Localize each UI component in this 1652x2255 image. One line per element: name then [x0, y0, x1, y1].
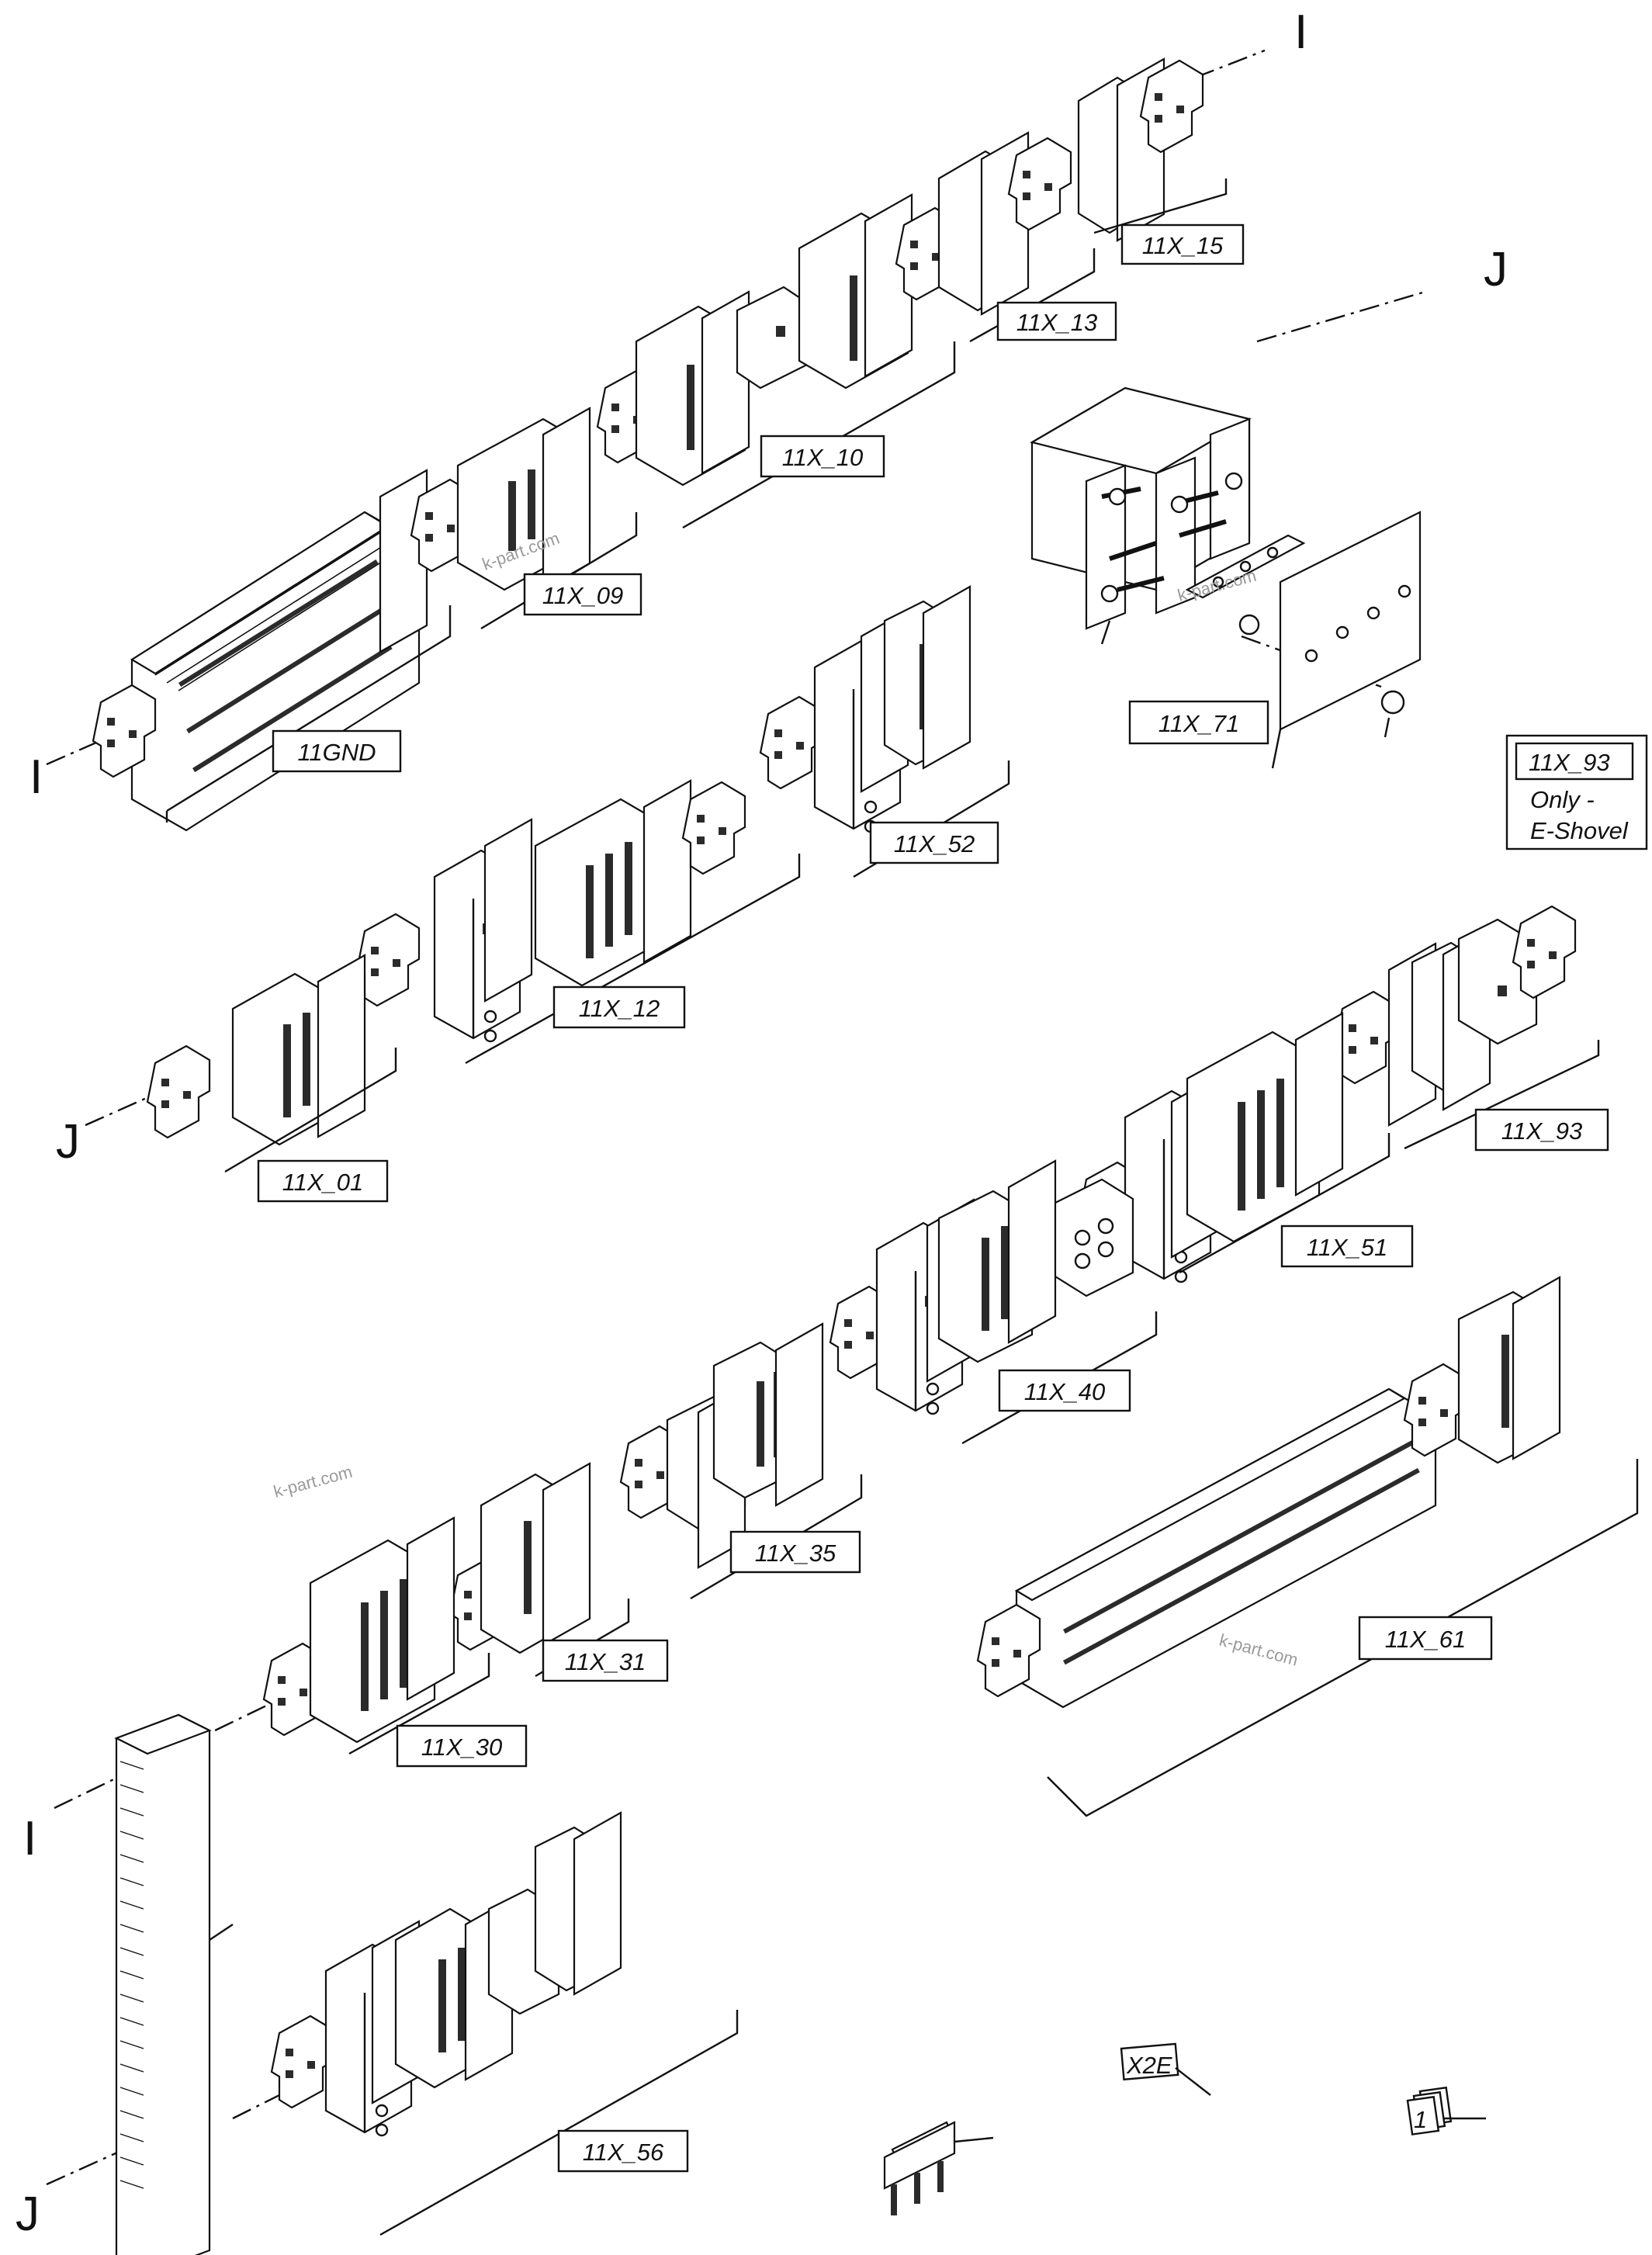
label-11x93-note-title: 11X_93	[1529, 749, 1610, 776]
connector-i-top: I	[1294, 5, 1307, 59]
connector-j-top: J	[1484, 243, 1508, 296]
terminal-group-11x71	[1030, 386, 1422, 769]
watermark: k-part.com	[272, 1462, 355, 1502]
label-11x12: 11X_12	[579, 995, 660, 1022]
terminal-group-11x09	[456, 407, 638, 630]
marker-cards: 1	[1406, 2086, 1486, 2135]
wire-duct	[114, 1713, 234, 2255]
label-11x35: 11X_35	[755, 1540, 836, 1567]
label-11x13: 11X_13	[1016, 309, 1098, 336]
label-11x93: 11X_93	[1501, 1117, 1583, 1145]
label-box-11x56: 11X_56	[557, 2129, 689, 2173]
label-box-11gnd: 11GND	[272, 729, 402, 773]
terminal-group-11gnd	[92, 469, 475, 832]
connection-line-j-left	[85, 1093, 156, 1127]
label-11x40: 11X_40	[1024, 1378, 1106, 1405]
connection-line-j-bottom	[46, 2148, 125, 2186]
marker-card-number: 1	[1414, 2106, 1427, 2133]
label-box-11x31: 11X_31	[542, 1639, 669, 1682]
label-11x15: 11X_15	[1142, 232, 1224, 259]
label-11x51: 11X_51	[1307, 1234, 1388, 1261]
label-box-11x71: 11X_71	[1128, 700, 1269, 745]
label-box-11x52: 11X_52	[869, 821, 999, 864]
note-line-1: Only -	[1530, 786, 1595, 813]
label-box-11x10: 11X_10	[760, 435, 885, 478]
terminal-group-11x40	[829, 1159, 1158, 1445]
connection-line-i-top	[1194, 49, 1266, 79]
terminal-group-11x51	[1077, 1012, 1391, 1283]
label-11x01: 11X_01	[282, 1169, 364, 1196]
terminal-group-11x12	[355, 779, 801, 1065]
label-box-11x61: 11X_61	[1358, 1616, 1493, 1661]
label-box-11x30: 11X_30	[396, 1724, 528, 1768]
terminal-group-11x52	[759, 585, 1010, 878]
terminal-group-11x31	[448, 1462, 630, 1678]
label-11x30: 11X_30	[421, 1734, 503, 1761]
terminal-group-11x56	[270, 1811, 739, 2236]
label-box-11x13: 11X_13	[996, 301, 1117, 341]
terminal-group-11x01	[146, 954, 397, 1173]
label-11x61: 11X_61	[1385, 1626, 1467, 1653]
label-box-11x51: 11X_51	[1280, 1224, 1414, 1268]
label-11gnd: 11GND	[297, 739, 376, 766]
label-11x71: 11X_71	[1158, 710, 1240, 737]
terminal-group-11x93	[1333, 905, 1600, 1150]
connection-line-x56	[232, 2086, 296, 2120]
label-box-11x15: 11X_15	[1120, 223, 1245, 265]
label-box-11x01: 11X_01	[257, 1159, 389, 1203]
x2e-tag: X2E	[1120, 2042, 1211, 2096]
terminal-group-11x30	[262, 1516, 490, 1755]
x2e-label: X2E	[1126, 2052, 1172, 2079]
terminal-group-11x35	[619, 1322, 863, 1600]
terminal-group-11x15	[1077, 57, 1228, 242]
connector-j-left: J	[56, 1115, 80, 1169]
label-box-11x12: 11X_12	[552, 985, 686, 1029]
connection-line-i-left	[46, 736, 109, 766]
label-box-11x35: 11X_35	[729, 1530, 861, 1574]
terminal-group-11x61	[976, 1276, 1639, 1817]
label-box-11x40: 11X_40	[998, 1369, 1131, 1412]
label-box-11x93-note: 11X_93 Only - E-Shovel	[1505, 734, 1648, 850]
label-11x10: 11X_10	[782, 444, 864, 471]
watermark: k-part.com	[1217, 1630, 1300, 1670]
jumper-bridge	[883, 2121, 994, 2215]
label-11x31: 11X_31	[565, 1648, 646, 1675]
label-box-11x09: 11X_09	[523, 573, 642, 616]
label-box-11x93: 11X_93	[1474, 1108, 1609, 1152]
label-11x52: 11X_52	[894, 830, 975, 857]
label-11x56: 11X_56	[583, 2139, 664, 2166]
connector-j-bottom: J	[16, 2187, 40, 2241]
connection-line-j-top	[1256, 289, 1429, 343]
note-line-2: E-Shovel	[1530, 817, 1629, 844]
connector-i-left: I	[29, 750, 43, 804]
label-11x09: 11X_09	[542, 582, 624, 609]
connector-i-lower: I	[23, 1812, 36, 1865]
